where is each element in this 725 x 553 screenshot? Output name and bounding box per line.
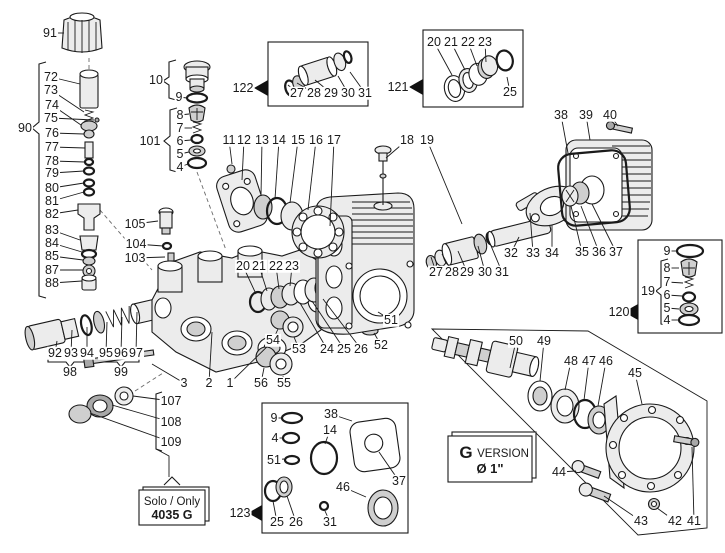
inset-arrow-120: [624, 304, 638, 320]
bell-flange-45: [605, 403, 695, 493]
bracket-group-19: [655, 258, 669, 327]
g-version-letter: G: [459, 443, 472, 462]
inset-box-121: [409, 29, 524, 108]
bracket-group-107-109: [155, 391, 163, 452]
part-group-10-cap: [183, 60, 211, 104]
inset-box-120: [624, 239, 723, 334]
inset-box-123: [248, 402, 409, 534]
g-version-box: G VERSION Ø 1": [447, 431, 537, 483]
oil-dipstick: [374, 145, 392, 205]
valve-plugs: [255, 310, 304, 376]
crankshaft-50: [431, 335, 540, 378]
screw-44: [571, 460, 602, 479]
inlet-fitting-assembly: [24, 296, 172, 351]
part-91-knob: [61, 12, 103, 53]
inset-arrow-122: [254, 80, 268, 96]
stud-41: [673, 435, 700, 447]
part-group-101-valve: [186, 104, 208, 170]
g-version-size: Ø 1": [476, 461, 503, 476]
g-version-region: G VERSION Ø 1": [430, 328, 708, 536]
solo-box-stem: [155, 448, 170, 477]
manifold-head: [151, 245, 333, 373]
inset-arrow-121: [409, 79, 423, 95]
parts-107-108-109: [68, 386, 134, 424]
g-version-word: VERSION: [477, 448, 529, 460]
solo-only-model: 4035 G: [151, 508, 192, 522]
unloader-valve-parts: [77, 69, 101, 291]
bracket-group-10: [162, 59, 177, 101]
screw-43: [578, 482, 612, 503]
bearing-flange-set: [216, 164, 345, 259]
solo-only-label: Solo / Only: [144, 496, 200, 508]
bracket-group-90: [31, 61, 47, 299]
inset-arrow-123: [248, 505, 262, 521]
bracket-group-101: [163, 107, 178, 173]
parts-103-104-105: [158, 207, 175, 262]
solo-only-box: Solo / Only 4035 G: [138, 486, 210, 526]
rear-cover-set: [557, 120, 653, 231]
solo-box-chevron: [163, 476, 181, 486]
